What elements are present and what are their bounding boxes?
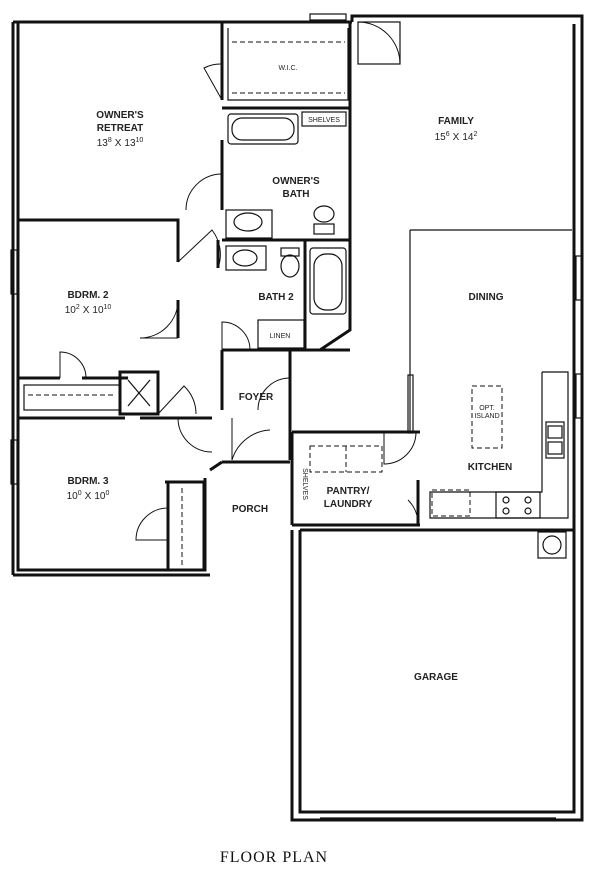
- owners-bath-label-2: BATH: [282, 189, 309, 200]
- owners-bath-label: OWNER'S: [272, 176, 320, 187]
- bath2-label: BATH 2: [258, 292, 294, 303]
- linen-label: LINEN: [270, 333, 291, 340]
- owners-retreat-label: OWNER'S: [96, 110, 144, 121]
- foyer-label: FOYER: [239, 392, 274, 403]
- interior-walls: [18, 22, 574, 819]
- bath-fixtures: [225, 111, 347, 315]
- pantry-label-2: LAUNDRY: [324, 499, 373, 510]
- windows: [10, 13, 583, 485]
- owners-retreat-label-2: RETREAT: [97, 123, 143, 134]
- bdrm3-label: BDRM. 3: [67, 476, 109, 487]
- shelves-pantry-label: SHELVES: [301, 468, 308, 500]
- wic-label: W.I.C.: [278, 65, 297, 72]
- plan-title: FLOOR PLAN: [220, 849, 328, 866]
- kitchen-label: KITCHEN: [468, 462, 512, 473]
- bdrm2-label: BDRM. 2: [67, 290, 109, 301]
- garage-label: GARAGE: [414, 672, 458, 683]
- family-label: FAMILY: [438, 116, 474, 127]
- doors: [59, 21, 419, 541]
- shelves-bath-label: SHELVES: [308, 117, 340, 124]
- opt-island-label: OPT.: [479, 405, 495, 412]
- dining-label: DINING: [469, 292, 504, 303]
- opt-island-label-2: ISLAND: [474, 413, 499, 420]
- porch-label: PORCH: [232, 504, 268, 515]
- pantry-label: PANTRY/: [327, 486, 370, 497]
